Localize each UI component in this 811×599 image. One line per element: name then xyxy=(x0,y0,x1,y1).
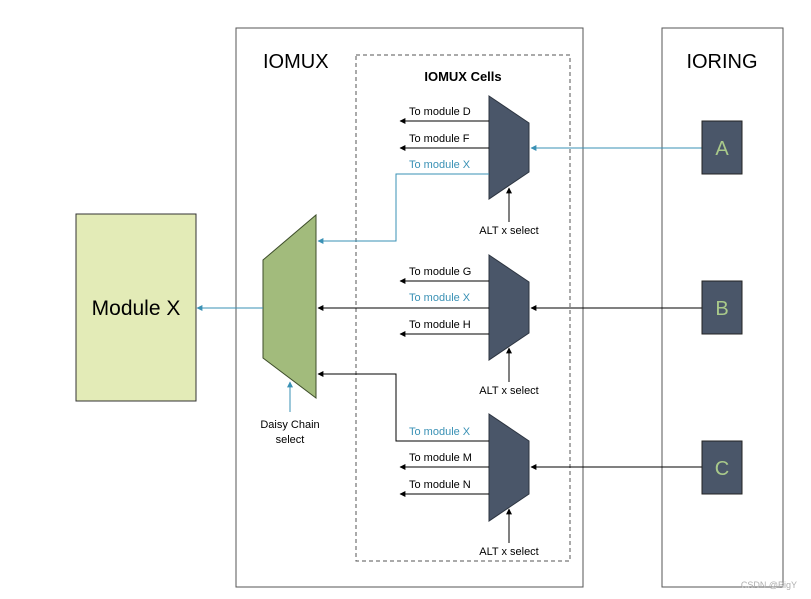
daisy-chain-label-2: select xyxy=(276,434,305,446)
cell-2-out-3-label: To module H xyxy=(409,319,471,331)
cell-1-out-3-label: To module X xyxy=(409,159,471,171)
cell-1-mux xyxy=(488,95,530,200)
iomux-cells-title: IOMUX Cells xyxy=(424,69,501,84)
cell-2-select-label: ALT x select xyxy=(479,385,539,397)
cell-1-select-label: ALT x select xyxy=(479,225,539,237)
daisy-chain-label-1: Daisy Chain xyxy=(260,419,319,431)
port-c-label: C xyxy=(715,458,729,480)
iomux-title: IOMUX xyxy=(263,51,329,73)
port-c-box xyxy=(701,440,743,495)
daisy-chain-mux xyxy=(262,213,317,400)
watermark: CSDN @BigY xyxy=(741,580,797,590)
cell-3-to-daisy-arrow xyxy=(317,371,400,442)
port-b-label: B xyxy=(715,298,728,320)
cell-2-out-2-label: To module X xyxy=(409,292,471,304)
port-a-label: A xyxy=(715,138,729,160)
cell-3-out-1-label: To module X xyxy=(409,426,471,438)
port-b-box xyxy=(701,280,743,335)
port-a-box xyxy=(701,120,743,175)
module-x-label: Module X xyxy=(92,297,181,320)
cell-1-out-2-label: To module F xyxy=(409,133,470,145)
ioring-title: IORING xyxy=(686,51,757,73)
cell-2-mux xyxy=(488,254,530,361)
cell-3-out-2-label: To module M xyxy=(409,452,472,464)
cell-1-out-1-label: To module D xyxy=(409,106,471,118)
cell-3-mux xyxy=(488,413,530,522)
module-x-box xyxy=(75,213,197,402)
cell-1-to-daisy-arrow xyxy=(317,173,400,244)
cell-3-out-3-label: To module N xyxy=(409,479,471,491)
cell-3-select-label: ALT x select xyxy=(479,546,539,558)
cell-2-out-1-label: To module G xyxy=(409,266,471,278)
